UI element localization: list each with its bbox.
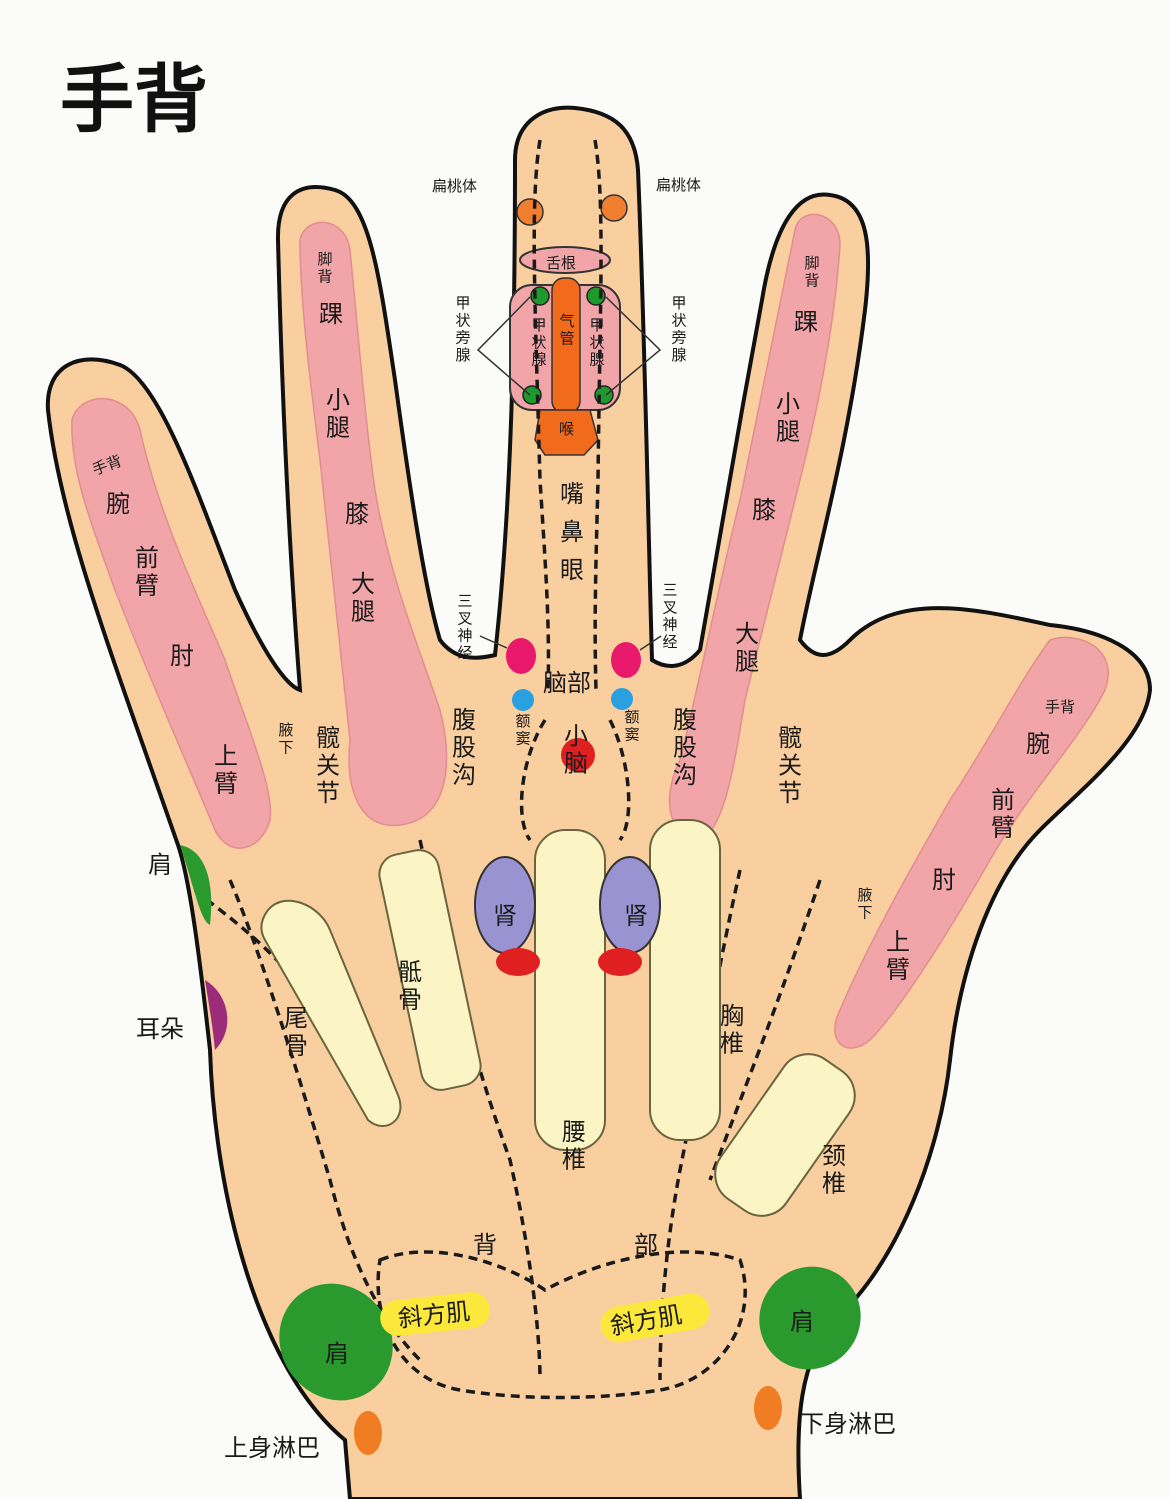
label-parathyroid-left: 甲状旁腺 [455,294,470,364]
label-wrist-right: 腕 [1026,730,1050,758]
label-armpit-right: 腋下 [857,886,872,921]
cerebellum-dash [519,719,631,842]
label-throat: 喉 [559,420,574,438]
tonsil-right-dot [600,194,628,222]
label-group-vertical: 气管 甲状腺 甲状腺 甲状旁腺 甲状旁腺 三叉神经 三叉神经 额窦 额窦 腋下 … [278,250,872,921]
label-shoulder-bottom-right: 肩 [790,1308,814,1336]
label-back-left: 背 [473,1231,497,1259]
label-lumbar: 腰椎 [562,1118,586,1174]
label-wrist-left: 腕 [106,490,130,518]
cerebellum-dot [561,738,595,772]
label-ankle-left: 踝 [319,300,343,328]
trapezius-right-zone [600,1293,710,1343]
sinus-right-dot [611,688,633,710]
kidney-right-adrenal [598,948,642,976]
label-groin-left: 腹股沟 [452,706,476,789]
label-thigh-right: 大腿 [735,620,759,676]
label-thyroid-left: 甲状腺 [531,316,546,369]
label-hand-back-right: 手背 [1045,698,1075,716]
label-kidney-left: 肾 [493,902,517,930]
label-sinus-left: 额窦 [515,712,530,747]
trapezius-left-zone [380,1292,490,1336]
label-armpit-left: 腋下 [278,721,293,756]
left-middle-pink-zone [299,221,448,827]
lymph-upper-dot [354,1411,382,1455]
sacrum-bone [378,849,482,1091]
coccyx-bone [260,899,402,1127]
label-lymph-upper: 上身淋巴 [224,1434,320,1462]
page-title: 手背 [60,57,208,143]
thoracic-spine [649,819,721,1141]
label-foot-back-left: 脚背 [317,250,332,285]
label-trigeminal-left: 三叉神经 [457,592,472,662]
parathyroid-right-pointer [605,296,662,396]
label-knee-left: 膝 [345,500,369,528]
label-group-large: 嘴 鼻 眼 脑部 小脑 踝 小腿 膝 大腿 踝 小腿 膝 大腿 腕 前臂 肘 上… [106,300,1050,1462]
label-nose: 鼻 [560,518,584,546]
label-forearm-right: 前臂 [991,786,1015,842]
shoulder-bottom-left-zone [279,1283,393,1401]
label-sinus-right: 额窦 [624,708,639,743]
label-ear: 耳朵 [136,1015,184,1043]
lumbar-spine [534,829,606,1151]
label-hip-right: 髋关节 [778,724,802,807]
label-lymph-lower: 下身淋巴 [800,1410,896,1438]
label-knee-right: 膝 [752,496,776,524]
label-parathyroid-right: 甲状旁腺 [671,294,686,364]
label-trigeminal-right: 三叉神经 [662,581,677,651]
lymph-lower-dot [754,1386,782,1430]
trigeminal-right-dot [611,642,641,678]
tonsil-left-dot [516,198,544,226]
tongue-root-shape [519,246,611,274]
parathyroid-left-pointer [476,296,531,396]
label-elbow-right: 肘 [932,866,956,894]
label-brain: 脑部 [543,669,591,697]
shoulder-bottom-right-zone [759,1266,861,1370]
label-foot-back-right: 脚背 [804,254,819,289]
label-kidney-right: 肾 [624,902,648,930]
label-cerebellum: 小脑 [564,722,588,778]
label-thigh-left: 大腿 [351,570,375,626]
label-trachea: 气管 [559,312,574,347]
left-index-pink-zone [71,398,272,849]
label-mouth: 嘴 [560,480,584,508]
label-elbow-left: 肘 [170,642,194,670]
label-coccyx: 尾骨 [284,1004,308,1060]
label-thoracic: 胸椎 [720,1002,744,1058]
label-eye: 眼 [560,556,584,584]
label-thyroid-right: 甲状腺 [589,316,604,369]
label-tongue-root: 舌根 [546,254,576,272]
label-shoulder-bottom-left: 肩 [325,1340,349,1368]
kidney-left-adrenal [496,948,540,976]
label-calf-right: 小腿 [776,390,800,446]
sinus-left-dot [512,689,534,711]
label-tonsil-left: 扁桃体 [432,177,477,195]
cervical-spine [714,1053,856,1217]
label-upper-arm-right: 上臂 [886,928,910,984]
label-upper-arm-left: 上臂 [214,742,238,798]
label-forearm-left: 前臂 [135,544,159,600]
middle-finger-dash [532,139,603,691]
label-back-right: 部 [634,1231,658,1259]
label-tonsil-right: 扁桃体 [656,176,701,194]
label-sacrum: 骶骨 [398,958,422,1014]
right-thumb-pink-zone [834,636,1109,1049]
label-shoulder-top: 肩 [148,851,172,879]
trigeminal-right-pointer [639,635,662,651]
label-cervical: 颈椎 [822,1142,846,1198]
right-ring-pink-zone [668,213,841,841]
trigeminal-left-dot [506,638,536,674]
label-groin-right: 腹股沟 [673,706,697,789]
ear-zone [205,980,228,1050]
shoulder-top-zone [180,845,212,925]
label-ankle-right: 踝 [794,308,818,336]
label-hip-left: 髋关节 [316,724,340,807]
throat-shape [534,409,599,456]
label-calf-left: 小腿 [326,386,350,442]
trigeminal-left-pointer [479,635,508,649]
